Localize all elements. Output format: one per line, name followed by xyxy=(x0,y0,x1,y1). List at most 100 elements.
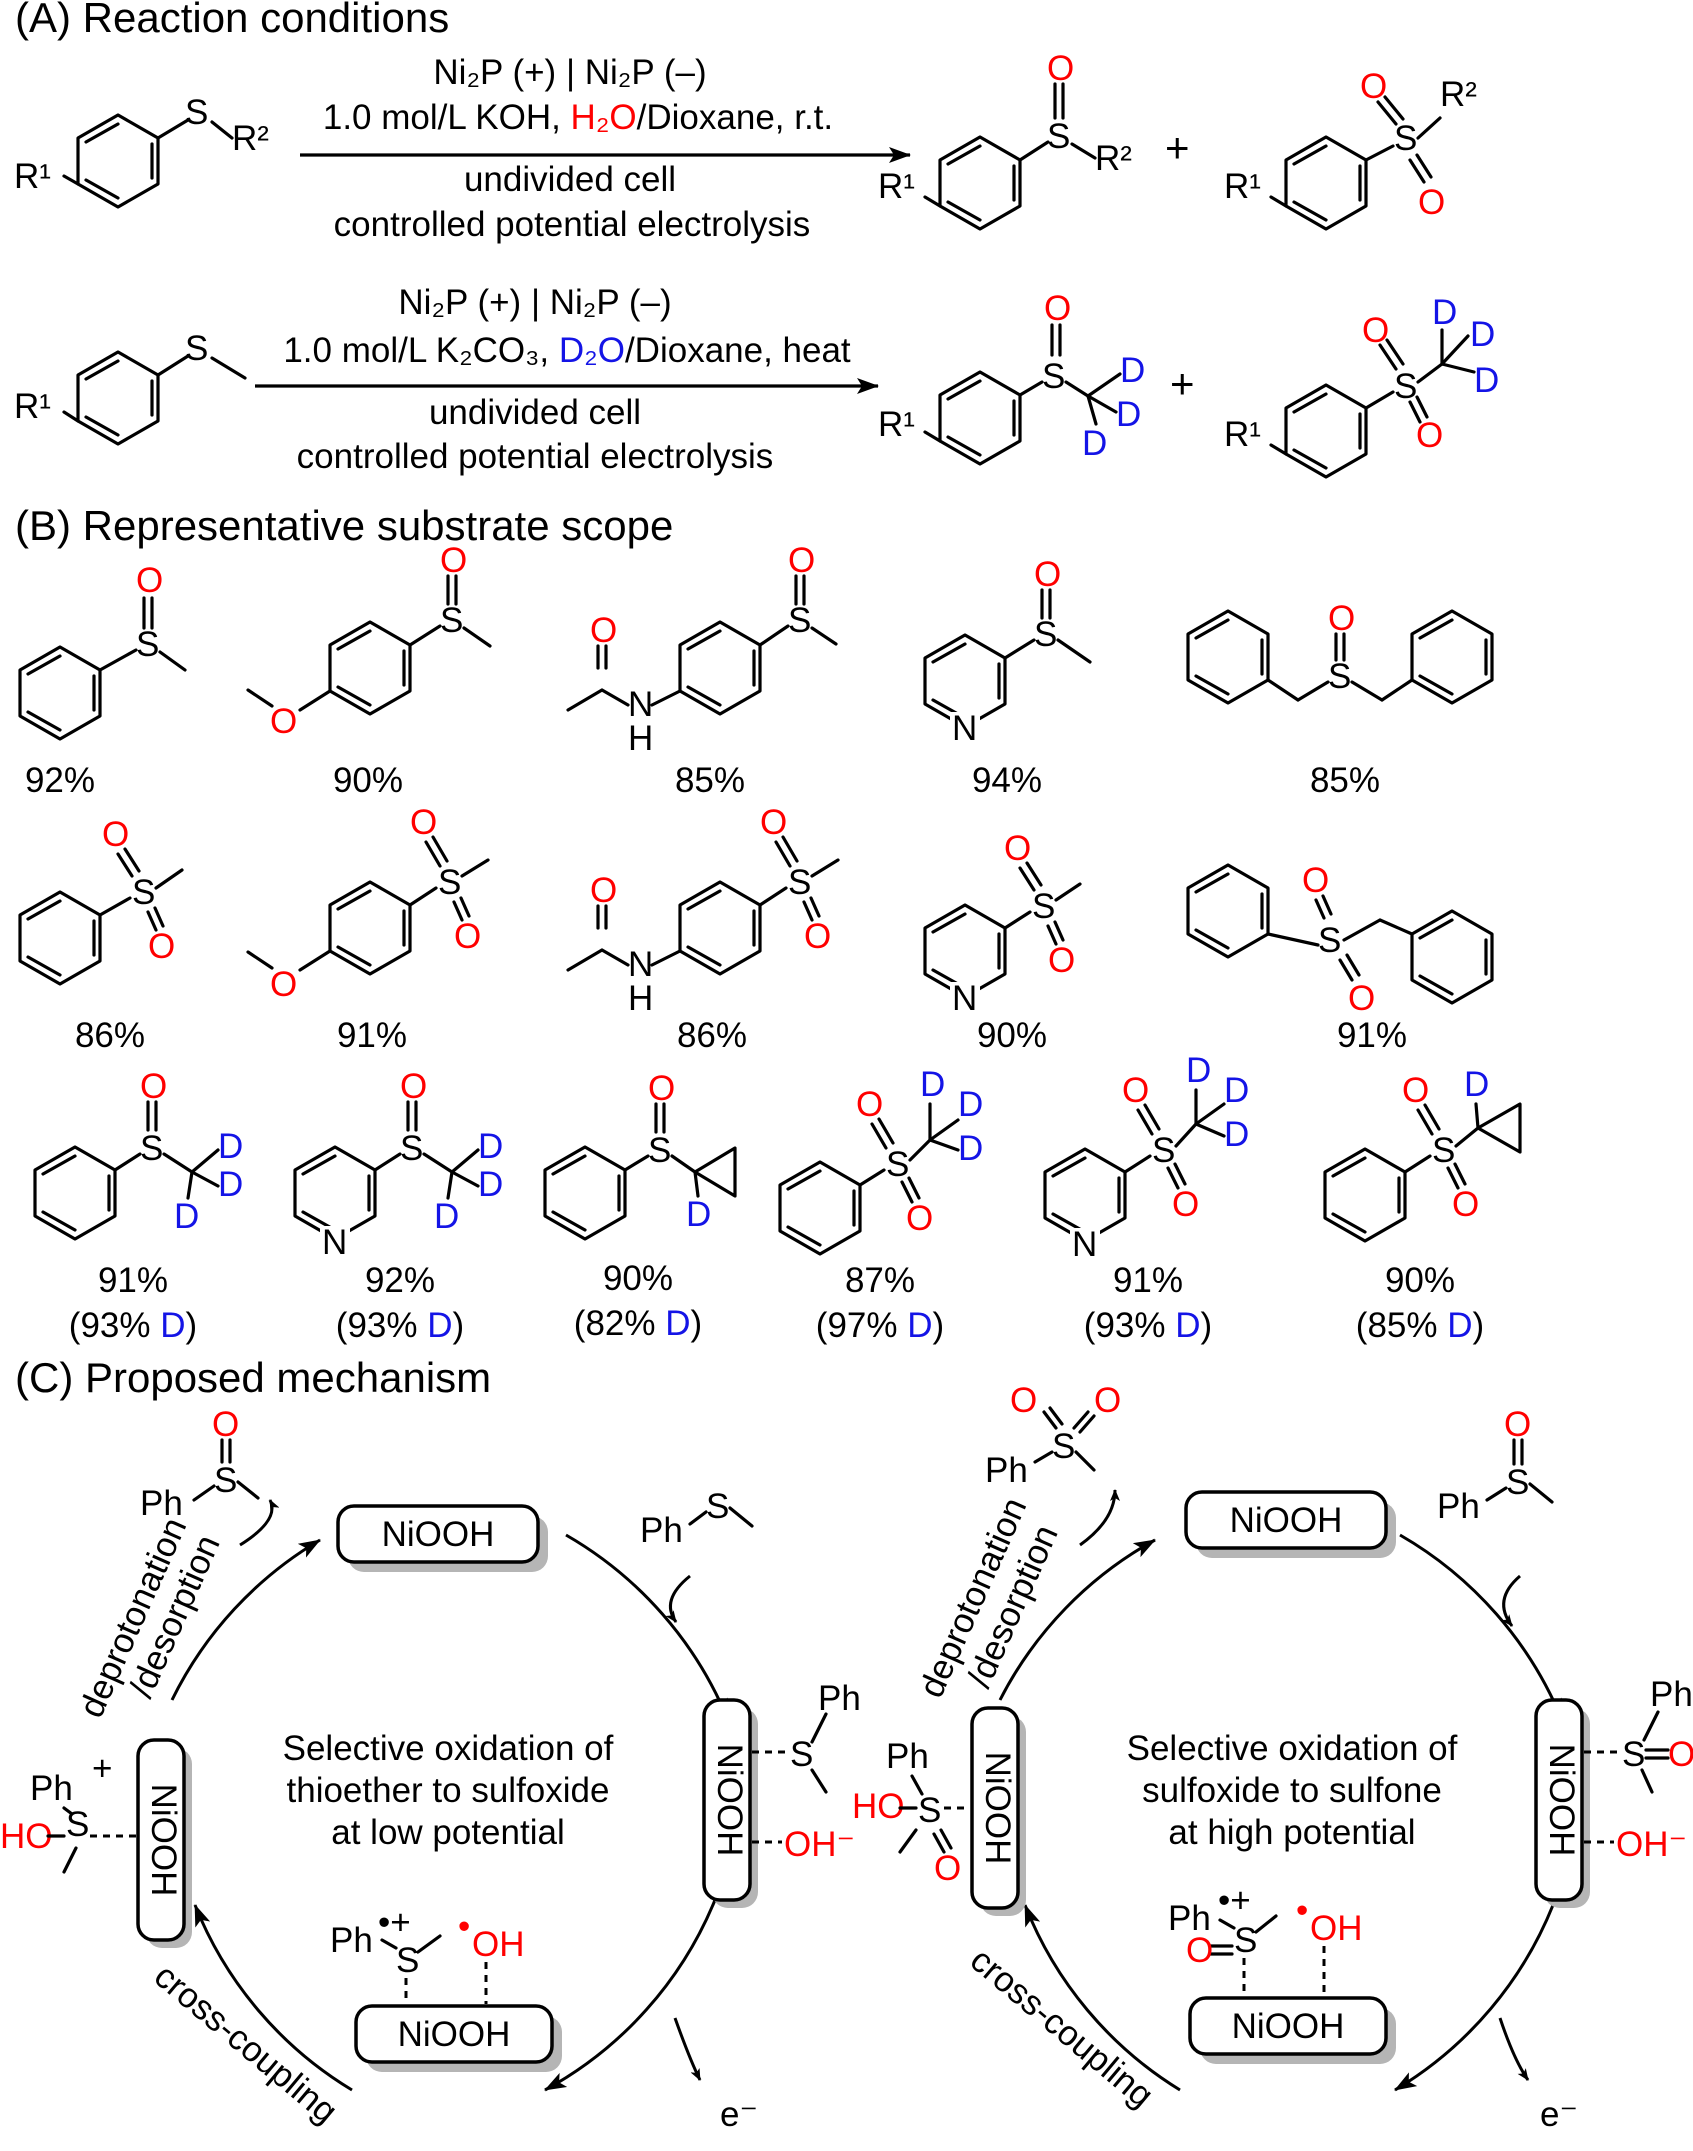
atom-O: O xyxy=(270,702,297,741)
yield-label: 94% xyxy=(972,761,1042,800)
right-center-line1: Selective oxidation of xyxy=(1127,1729,1458,1768)
atom-S: S xyxy=(1032,887,1055,926)
atom-Ph: Ph xyxy=(330,1921,373,1960)
nioh-surface-left xyxy=(136,1738,186,1942)
atom-S: S xyxy=(185,329,208,368)
atom-O: O xyxy=(1186,1931,1213,1970)
section-b-title: (B) Representative substrate scope xyxy=(15,502,673,549)
atom-O: O xyxy=(1048,941,1075,980)
atom-O: O xyxy=(1034,555,1061,594)
left-center-line3: at low potential xyxy=(331,1813,564,1852)
atom-O: O xyxy=(1122,1071,1149,1110)
atom-S: S xyxy=(706,1487,729,1526)
plus-sign: + xyxy=(1165,124,1190,171)
r2-solvent-line: 1.0 mol/L K₂CO₃, D₂O/Dioxane, heat xyxy=(283,331,851,370)
atom-H: H xyxy=(628,979,653,1018)
atom-S: S xyxy=(1318,921,1341,960)
atom-S: S xyxy=(1047,117,1070,156)
r1-electrolysis: controlled potential electrolysis xyxy=(334,205,811,244)
yield-label: 92% xyxy=(25,761,95,800)
nioh-surface-right xyxy=(702,1698,752,1902)
yield-label: 85% xyxy=(675,761,745,800)
atom-S: S xyxy=(132,873,155,912)
atom-D: D xyxy=(1474,361,1499,400)
atom-O: O xyxy=(1172,1185,1199,1224)
atom-O: O xyxy=(454,917,481,956)
compound-1a: O S 92% xyxy=(18,561,187,800)
yield-label: 90% xyxy=(977,1016,1047,1055)
atom-D: D xyxy=(1464,1065,1489,1104)
hydroxide-label: OH⁻ xyxy=(784,1825,855,1864)
atom-D: D xyxy=(478,1165,503,1204)
atom-S: S xyxy=(440,601,463,640)
atom-O: O xyxy=(140,1067,167,1106)
compound-2b: O S O O 91% xyxy=(246,803,490,1055)
yield-label: 91% xyxy=(98,1261,168,1300)
deuterium-ratio: (82% D) xyxy=(574,1304,702,1343)
atom-Ph: Ph xyxy=(886,1737,929,1776)
atom-D: D xyxy=(1432,293,1457,332)
atom-O: O xyxy=(270,965,297,1004)
atom-R2: R² xyxy=(1440,75,1477,114)
catalyst-label: NiOOH xyxy=(382,1515,495,1554)
atom-HO: HO xyxy=(0,1817,53,1856)
yield-label: 91% xyxy=(337,1016,407,1055)
compound-1e: O S 85% xyxy=(1186,599,1494,800)
atom-O: O xyxy=(136,561,163,600)
cross-coupling-label: cross-coupling xyxy=(963,1940,1161,2115)
r1-solvent-line: 1.0 mol/L KOH, H₂O/Dioxane, r.t. xyxy=(323,98,833,137)
plus-sign: + xyxy=(1170,360,1195,407)
atom-S: S xyxy=(185,93,208,132)
left-center-line1: Selective oxidation of xyxy=(283,1729,614,1768)
catalyst-label: NiOOH xyxy=(710,1744,749,1857)
atom-Ph: Ph xyxy=(985,1451,1028,1490)
r1-product-sulfoxide: O S R² R¹ xyxy=(878,49,1132,231)
r1-product-sulfone: O S O R² R¹ xyxy=(1224,67,1477,231)
atom-S: S xyxy=(1394,367,1417,406)
atom-S: S xyxy=(790,1735,813,1774)
atom-O: O xyxy=(934,1849,961,1888)
compound-1b: O S O 90% xyxy=(246,541,492,800)
atom-S: S xyxy=(1052,1427,1075,1466)
atom-S: S xyxy=(438,863,461,902)
atom-O: O xyxy=(1010,1381,1037,1420)
right-center-line3: at high potential xyxy=(1168,1813,1415,1852)
compound-3c: O S D 90% (82% D) xyxy=(543,1069,737,1343)
atom-S: S xyxy=(1152,1131,1175,1170)
atom-O: O xyxy=(212,1405,239,1444)
r1-electrodes: Ni₂P (+) | Ni₂P (–) xyxy=(433,53,706,92)
atom-S: S xyxy=(136,625,159,664)
nioh-surface-right xyxy=(1534,1698,1584,1902)
atom-O: O xyxy=(760,803,787,842)
left-center-line2: thioether to sulfoxide xyxy=(287,1771,610,1810)
hydroxide-label: OH⁻ xyxy=(1616,1825,1687,1864)
atom-O: O xyxy=(1004,829,1031,868)
r1-cell: undivided cell xyxy=(464,160,676,199)
atom-O: O xyxy=(1362,311,1389,350)
electron-label: e⁻ xyxy=(1540,2095,1578,2134)
atom-O: O xyxy=(648,1069,675,1108)
atom-D: D xyxy=(1470,315,1495,354)
atom-D: D xyxy=(218,1165,243,1204)
atom-Ph: Ph xyxy=(1168,1899,1211,1938)
atom-D: D xyxy=(1224,1071,1249,1110)
yield-label: 91% xyxy=(1337,1016,1407,1055)
atom-O: O xyxy=(590,611,617,650)
atom-R1: R¹ xyxy=(1224,415,1261,454)
atom-HO: HO xyxy=(852,1787,905,1826)
atom-D: D xyxy=(1116,395,1141,434)
compound-1c: O S O N H 85% xyxy=(566,541,838,800)
atom-O: O xyxy=(788,541,815,580)
atom-Ph: Ph xyxy=(1650,1675,1693,1714)
compound-3f: O S O D 90% (85% D) xyxy=(1323,1065,1522,1345)
yield-label: 86% xyxy=(677,1016,747,1055)
yield-label: 91% xyxy=(1113,1261,1183,1300)
atom-D: D xyxy=(686,1195,711,1234)
yield-label: 90% xyxy=(1385,1261,1455,1300)
atom-Ph: Ph xyxy=(1437,1487,1480,1526)
r2-electrolysis: controlled potential electrolysis xyxy=(297,437,774,476)
yield-label: 85% xyxy=(1310,761,1380,800)
atom-S: S xyxy=(140,1129,163,1168)
yield-label: 90% xyxy=(333,761,403,800)
